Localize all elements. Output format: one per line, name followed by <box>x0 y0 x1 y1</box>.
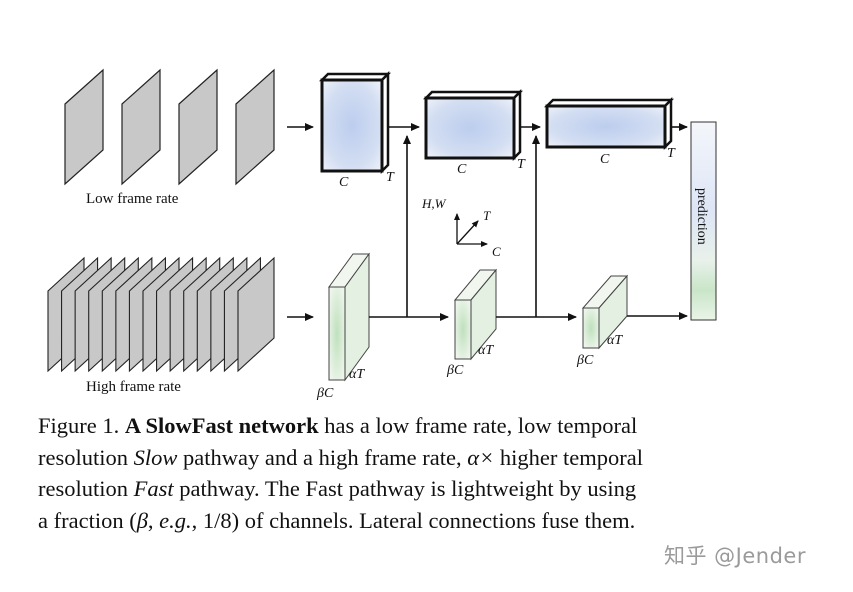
caption-line-1: Figure 1. A SlowFast network has a low f… <box>38 410 818 442</box>
low-frame-stack <box>64 68 275 186</box>
fast-block-1 <box>328 252 370 382</box>
slow-block-1-c-label: C <box>339 175 349 190</box>
low-frame-rate-label: Low frame rate <box>86 191 179 207</box>
caption-figure-number: Figure 1. <box>38 413 125 438</box>
caption-text: resolution <box>38 444 134 470</box>
prediction-label: prediction <box>694 188 709 245</box>
low-frame <box>121 68 161 186</box>
caption-text: pathway and a high frame rate, <box>177 444 468 470</box>
fast-block-1-c-label: βC <box>316 386 334 401</box>
watermark: 知乎 @Jender <box>664 544 806 568</box>
slow-block-2-c-label: C <box>457 162 467 177</box>
caption-text: , 1/8) of channels. Lateral connections … <box>191 507 636 533</box>
caption-text: higher temporal <box>494 444 643 470</box>
high-frame-rate-label: High frame rate <box>86 379 181 395</box>
slow-block-1 <box>318 70 392 175</box>
slow-block-2-t-label: T <box>517 157 526 172</box>
caption-slow-term: Slow <box>133 444 178 470</box>
slow-block-1-t-label: T <box>386 170 395 185</box>
fast-block-1-t-label: αT <box>349 367 365 382</box>
slow-block-3 <box>543 96 675 151</box>
caption-fast-term: Fast <box>133 476 174 501</box>
caption-eg-term: e.g. <box>159 507 192 533</box>
caption-alpha-term: α× <box>467 444 495 470</box>
low-frame <box>235 68 275 186</box>
slow-block-2 <box>422 88 524 162</box>
fast-block-3-c-label: βC <box>576 353 594 368</box>
axis-hw-label: H,W <box>421 196 447 211</box>
caption-text: has a low frame rate, low temporal <box>318 413 638 438</box>
caption-title: A SlowFast network <box>124 413 319 438</box>
caption-line-3: resolution Fast pathway. The Fast pathwa… <box>38 473 818 505</box>
caption-text: a fraction ( <box>38 507 137 533</box>
high-frame-stack <box>47 256 275 373</box>
fast-block-2-t-label: αT <box>478 343 494 358</box>
slow-block-3-t-label: T <box>667 146 676 161</box>
high-frame <box>237 256 275 373</box>
prediction-box: prediction <box>690 121 717 321</box>
caption-line-4: a fraction (β, e.g., 1/8) of channels. L… <box>38 505 818 537</box>
figure-caption: Figure 1. A SlowFast network has a low f… <box>38 410 818 536</box>
axis-depth <box>456 220 479 245</box>
caption-text: , <box>147 507 160 533</box>
axis-t-label: T <box>483 208 491 223</box>
caption-text: pathway. The Fast pathway is lightweight… <box>173 476 637 501</box>
caption-text: resolution <box>38 476 134 501</box>
low-frame <box>64 68 104 186</box>
axis-c-label: C <box>492 244 501 259</box>
fast-block-2 <box>453 268 498 361</box>
fast-block-2-c-label: βC <box>446 363 464 378</box>
caption-line-2: resolution Slow pathway and a high frame… <box>38 442 818 474</box>
slowfast-diagram: Low frame rate High frame rate C T C T C… <box>47 68 717 401</box>
fast-block-3-t-label: αT <box>607 333 623 348</box>
low-frame <box>178 68 218 186</box>
fast-block-3 <box>581 274 629 350</box>
axes-legend: H,W T C <box>421 196 501 259</box>
caption-beta-term: β <box>136 507 148 533</box>
slow-block-3-c-label: C <box>600 152 610 167</box>
